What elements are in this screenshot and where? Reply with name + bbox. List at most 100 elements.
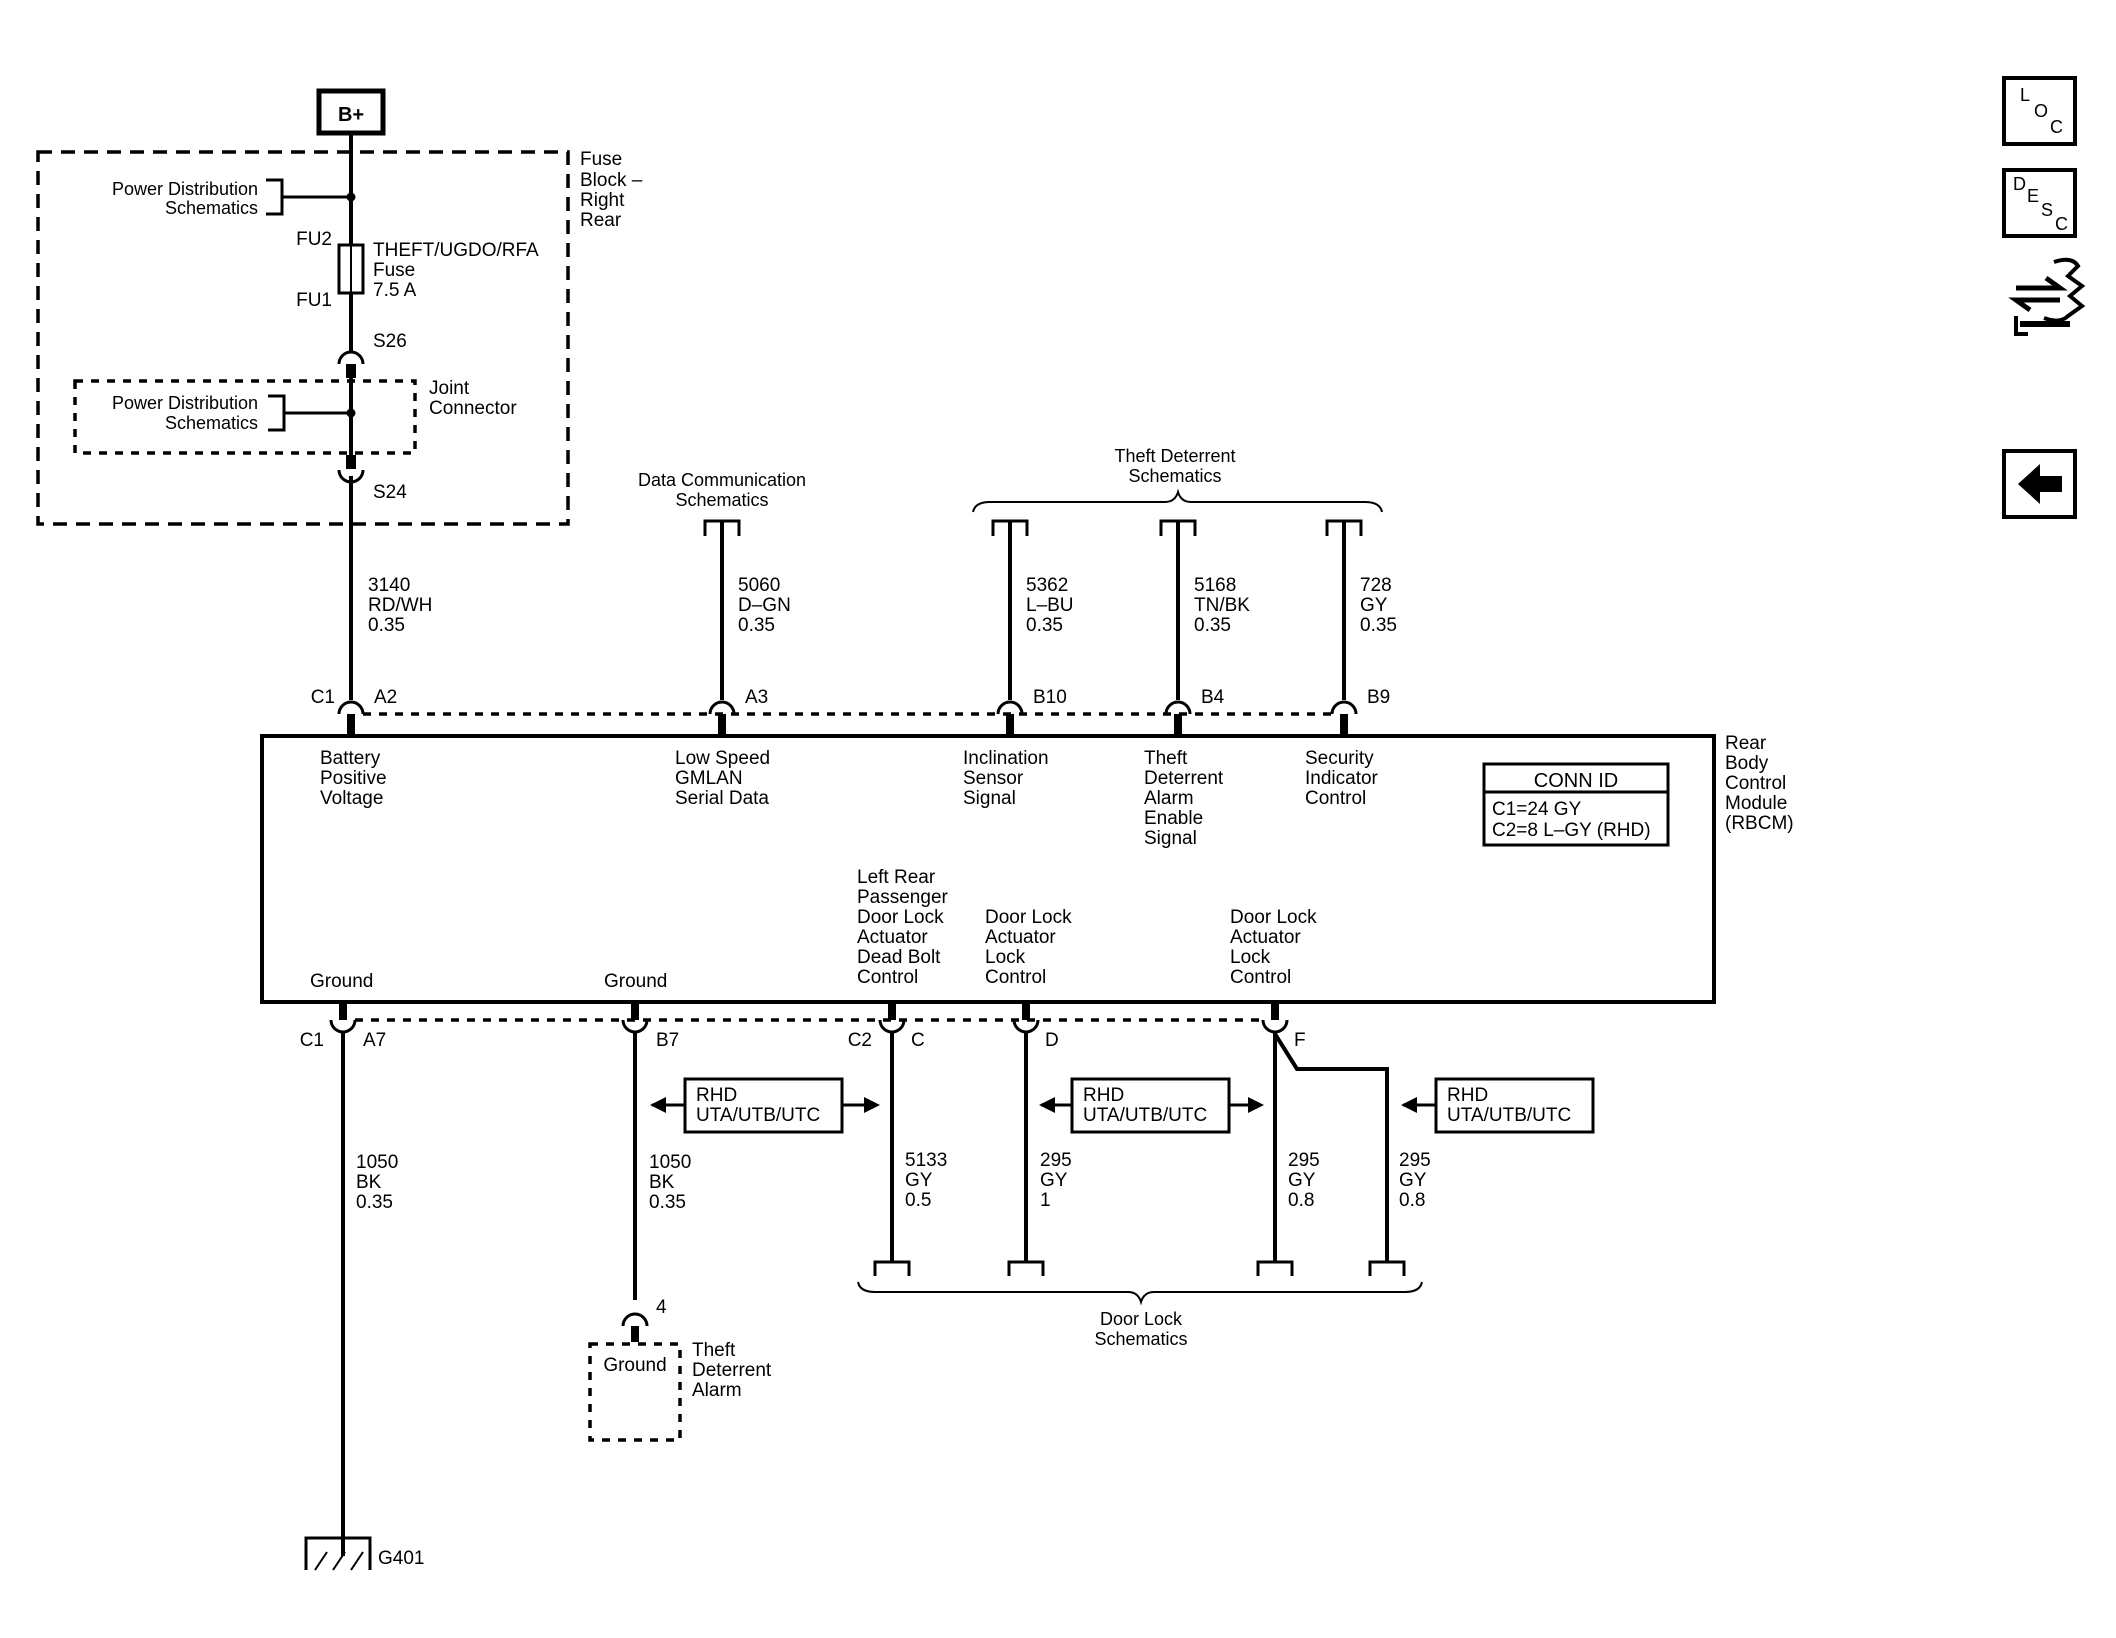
loc-icon[interactable]: L O C: [2002, 76, 2077, 146]
svg-text:C: C: [911, 1030, 925, 1051]
svg-text:0.35: 0.35: [368, 615, 405, 636]
svg-text:D: D: [2013, 174, 2026, 194]
svg-text:Power Distribution: Power Distribution: [112, 393, 258, 413]
svg-text:C1: C1: [311, 687, 335, 708]
svg-text:Schematics: Schematics: [165, 413, 258, 433]
connector-s24: S24: [337, 455, 407, 503]
svg-text:1050: 1050: [356, 1152, 398, 1173]
svg-text:Module: Module: [1725, 793, 1787, 814]
svg-text:B4: B4: [1201, 687, 1225, 708]
connector-c1-c2-bottom: C1 A7 B7 C2 C D F: [300, 1002, 1306, 1051]
svg-text:Door Lock: Door Lock: [1230, 907, 1317, 928]
svg-text:Lock: Lock: [1230, 947, 1271, 968]
svg-text:3140: 3140: [368, 575, 410, 596]
svg-text:A7: A7: [363, 1030, 386, 1051]
svg-text:Passenger: Passenger: [857, 887, 949, 908]
svg-text:Joint: Joint: [429, 378, 470, 399]
connector-s26: S26: [337, 331, 407, 378]
svg-text:0.35: 0.35: [356, 1192, 393, 1213]
svg-text:1: 1: [1040, 1190, 1051, 1211]
svg-text:Enable: Enable: [1144, 808, 1203, 829]
svg-text:Actuator: Actuator: [857, 927, 928, 948]
svg-text:Left Rear: Left Rear: [857, 867, 936, 888]
desc-icon[interactable]: D E S C: [2002, 168, 2077, 238]
svg-text:0.8: 0.8: [1288, 1190, 1314, 1211]
svg-text:CONN ID: CONN ID: [1534, 770, 1618, 792]
svg-text:D–GN: D–GN: [738, 595, 791, 616]
svg-text:Schematics: Schematics: [675, 490, 768, 510]
svg-text:Rear: Rear: [1725, 733, 1767, 754]
svg-text:0.35: 0.35: [649, 1192, 686, 1213]
svg-text:S: S: [2041, 200, 2053, 220]
svg-text:THEFT/UGDO/RFA: THEFT/UGDO/RFA: [373, 240, 539, 261]
svg-text:Indicator: Indicator: [1305, 768, 1379, 789]
power-distribution-ref-2: Power Distribution Schematics: [112, 393, 356, 433]
svg-text:4: 4: [656, 1297, 667, 1318]
connector-hand-icon[interactable]: [2008, 257, 2086, 336]
theft-deterrent-ref: Theft Deterrent Schematics: [972, 446, 1383, 700]
svg-text:(RBCM): (RBCM): [1725, 813, 1794, 834]
ground-label-1: Ground: [310, 971, 373, 992]
svg-text:Power Distribution: Power Distribution: [112, 179, 258, 199]
svg-text:Signal: Signal: [1144, 828, 1197, 849]
svg-text:GY: GY: [1288, 1170, 1316, 1191]
svg-text:Control: Control: [985, 967, 1046, 988]
svg-text:Signal: Signal: [963, 788, 1016, 809]
svg-text:GMLAN: GMLAN: [675, 768, 743, 789]
bplus-supply: B+: [316, 88, 386, 136]
svg-text:C1=24 GY: C1=24 GY: [1492, 799, 1582, 820]
svg-text:GY: GY: [905, 1170, 933, 1191]
svg-text:Security: Security: [1305, 748, 1374, 769]
svg-text:RD/WH: RD/WH: [368, 595, 432, 616]
svg-text:UTA/UTB/UTC: UTA/UTB/UTC: [1447, 1105, 1571, 1126]
svg-text:S26: S26: [373, 331, 407, 352]
ground-g401: G401: [304, 1536, 424, 1571]
svg-text:Ground: Ground: [310, 971, 373, 992]
svg-text:Positive: Positive: [320, 768, 387, 789]
svg-text:Theft: Theft: [692, 1340, 736, 1361]
back-arrow-icon[interactable]: [2002, 449, 2077, 519]
svg-text:0.8: 0.8: [1399, 1190, 1425, 1211]
svg-text:295: 295: [1288, 1150, 1320, 1171]
svg-text:0.35: 0.35: [1026, 615, 1063, 636]
svg-text:RHD: RHD: [696, 1085, 737, 1106]
svg-text:Low Speed: Low Speed: [675, 748, 770, 769]
svg-text:0.35: 0.35: [1194, 615, 1231, 636]
svg-text:A2: A2: [374, 687, 397, 708]
svg-text:1050: 1050: [649, 1152, 691, 1173]
svg-text:B7: B7: [656, 1030, 679, 1051]
svg-text:BK: BK: [649, 1172, 675, 1193]
svg-text:Control: Control: [1725, 773, 1786, 794]
door-lock-schematics-ref: Door Lock Schematics: [857, 1260, 1423, 1349]
svg-text:L: L: [2020, 85, 2030, 105]
svg-text:Door Lock: Door Lock: [985, 907, 1072, 928]
svg-text:Alarm: Alarm: [692, 1380, 742, 1401]
connector-c1-top: C1 A2 A3 B10 B4 B9: [311, 687, 1390, 736]
svg-text:Battery: Battery: [320, 748, 381, 769]
svg-text:GY: GY: [1040, 1170, 1068, 1191]
svg-text:B9: B9: [1367, 687, 1390, 708]
svg-text:0.5: 0.5: [905, 1190, 931, 1211]
svg-text:Body: Body: [1725, 753, 1769, 774]
svg-text:Fuse: Fuse: [373, 260, 415, 281]
svg-text:C2=8 L–GY (RHD): C2=8 L–GY (RHD): [1492, 820, 1651, 841]
svg-text:B10: B10: [1033, 687, 1067, 708]
svg-text:Door Lock: Door Lock: [857, 907, 944, 928]
svg-text:Serial Data: Serial Data: [675, 788, 769, 809]
svg-text:728: 728: [1360, 575, 1392, 596]
theft-ugdo-rfa-fuse: FU2 FU1 THEFT/UGDO/RFA Fuse 7.5 A: [296, 229, 539, 311]
svg-text:Deterrent: Deterrent: [692, 1360, 772, 1381]
svg-text:A3: A3: [745, 687, 768, 708]
svg-text:295: 295: [1399, 1150, 1431, 1171]
